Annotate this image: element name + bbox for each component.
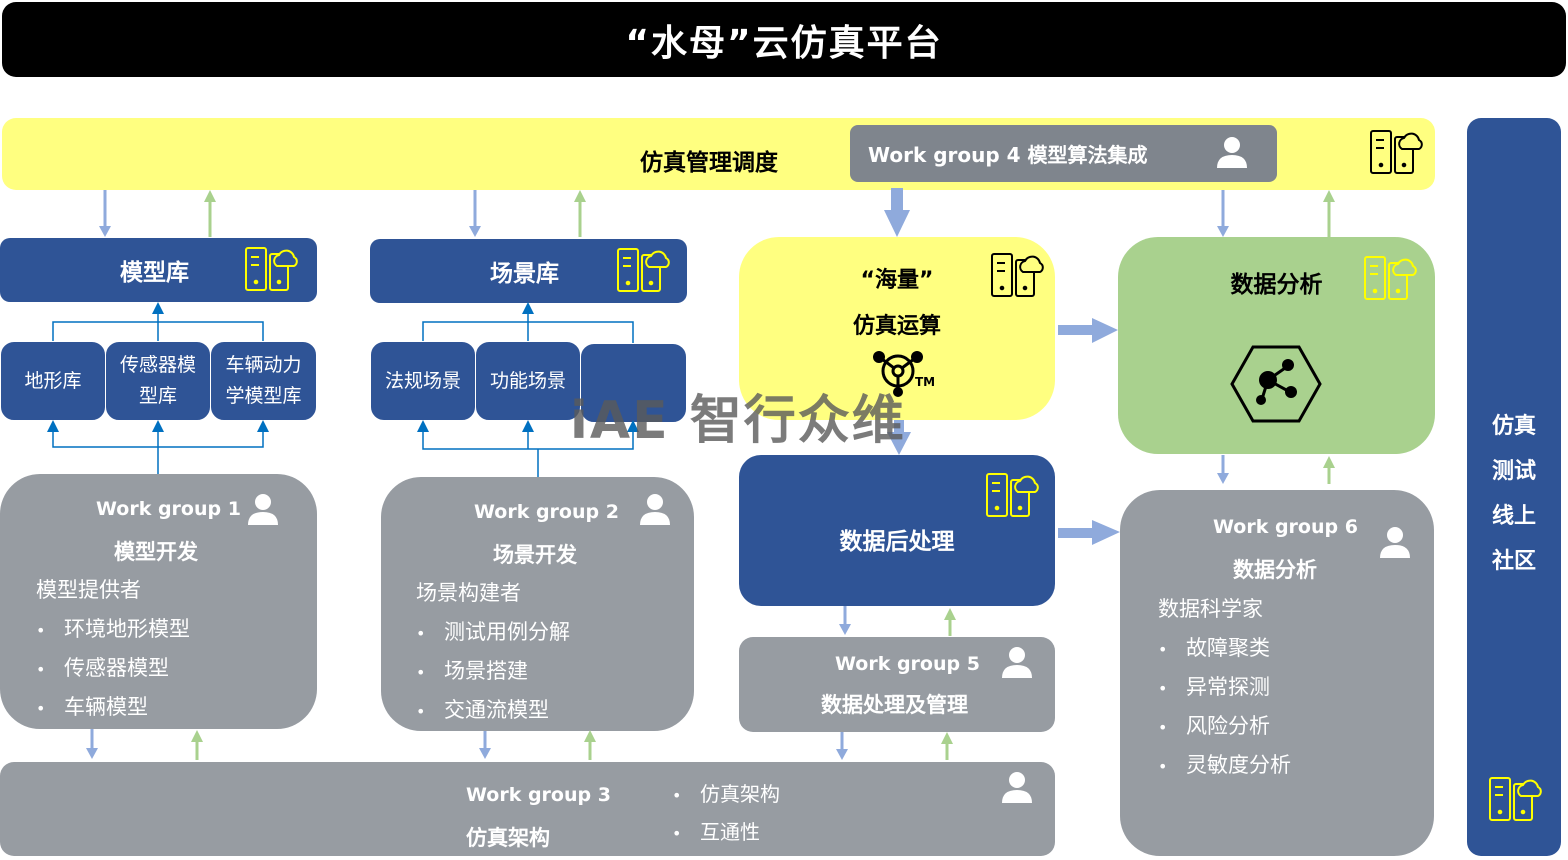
post-processing-box — [739, 455, 1055, 606]
workgroup-3-box: Work group 3 仿真架构 •仿真架构 •互通性 — [0, 762, 1055, 856]
online-community-column: 仿真 测试 线上 社区 — [1467, 118, 1561, 856]
sensor-model-library-line2: 型库 — [138, 385, 177, 407]
server-cloud-icon — [1364, 256, 1417, 300]
person-icon — [1002, 772, 1032, 803]
other-scene-box — [580, 343, 687, 423]
up-arrow — [1323, 190, 1335, 237]
server-cloud-icon — [986, 473, 1039, 517]
workgroup-4-label: Work group 4 模型算法集成 — [868, 143, 1148, 167]
community-line: 社区 — [1491, 549, 1536, 574]
scene-library-label: 场景库 — [490, 261, 559, 287]
person-icon — [1380, 527, 1410, 558]
workgroup-3-item: •仿真架构 — [672, 782, 780, 806]
person-icon — [1002, 647, 1032, 678]
workgroup-1-item: •传感器模型 — [36, 656, 169, 680]
down-arrow — [836, 732, 848, 760]
down-arrow — [839, 606, 851, 635]
thick-down-arrow — [884, 188, 910, 237]
up-arrow — [191, 730, 203, 760]
workgroup-2-box: Work group 2 场景开发 场景构建者 •测试用例分解 •场景搭建 •交… — [381, 477, 694, 731]
connector-arrowheads — [417, 302, 639, 432]
workgroup-6-role: 数据科学家 — [1158, 597, 1263, 621]
workgroup-6-head: Work group 6 — [1213, 516, 1358, 538]
workgroup-1-head: Work group 1 — [96, 498, 241, 520]
connector-arrowheads — [47, 302, 269, 432]
workgroup-6-title: 数据分析 — [1233, 558, 1317, 582]
workgroup-5-title: 数据处理及管理 — [821, 693, 968, 717]
workgroup-5-head: Work group 5 — [835, 653, 980, 675]
up-arrow — [1323, 456, 1335, 484]
mass-simulation-line1: “海量” — [860, 268, 934, 293]
workgroup-2-role: 场景构建者 — [416, 581, 521, 605]
tri-node-icon — [873, 351, 923, 397]
workgroup-1-title: 模型开发 — [114, 540, 198, 564]
workgroup-6-item: •灵敏度分析 — [1158, 753, 1291, 777]
sensor-model-library-line1: 传感器模 — [119, 354, 196, 376]
trademark-label: TM — [915, 375, 936, 389]
terrain-library-label: 地形库 — [24, 369, 82, 392]
sensor-model-library-box: 传感器模 型库 — [105, 341, 211, 421]
regulation-scene-box: 法规场景 — [370, 341, 476, 421]
workgroup-3-item: •互通性 — [672, 820, 760, 844]
thick-down-arrow — [887, 420, 911, 455]
workgroup-1-item: •车辆模型 — [36, 695, 148, 719]
server-cloud-icon — [1370, 130, 1423, 174]
workgroup-3-head: Work group 3 — [466, 784, 611, 806]
function-scene-label: 功能场景 — [489, 369, 566, 392]
workgroup-1-box: Work group 1 模型开发 模型提供者 •环境地形模型 •传感器模型 •… — [0, 474, 317, 729]
post-processing-label: 数据后处理 — [839, 529, 955, 555]
workgroup-6-box: Work group 6 数据分析 数据科学家 •故障聚类 •异常探测 •风险分… — [1120, 490, 1434, 856]
up-arrow — [574, 190, 586, 237]
community-line: 仿真 — [1491, 414, 1536, 439]
community-line: 线上 — [1491, 504, 1536, 529]
terrain-library-box: 地形库 — [0, 341, 106, 421]
mass-simulation-line2: 仿真运算 — [852, 314, 941, 339]
person-icon — [640, 494, 670, 525]
up-arrow — [941, 732, 953, 760]
regulation-scene-label: 法规场景 — [384, 369, 461, 392]
model-library-label: 模型库 — [120, 260, 189, 286]
scheduler-label: 仿真管理调度 — [640, 150, 778, 176]
workgroup-6-item: •故障聚类 — [1158, 636, 1270, 660]
down-arrow — [86, 729, 98, 759]
workgroup-1-role: 模型提供者 — [36, 578, 141, 602]
server-cloud-icon — [617, 248, 670, 292]
community-line: 测试 — [1491, 459, 1536, 484]
workgroup-2-item: •测试用例分解 — [416, 620, 570, 644]
down-arrow — [479, 731, 491, 759]
workgroup-2-title: 场景开发 — [493, 543, 577, 567]
data-analysis-label: 数据分析 — [1230, 272, 1323, 298]
server-cloud-icon — [1489, 777, 1542, 821]
watermark-logo: iAE 智行众维 — [570, 391, 906, 451]
up-arrow — [204, 190, 216, 237]
vehicle-dynamics-library-line1: 车辆动力 — [225, 354, 302, 376]
thick-right-arrow — [1058, 520, 1120, 545]
platform-title: “水母”云仿真平台 — [2, 2, 1566, 77]
workgroup-6-item: •异常探测 — [1158, 675, 1270, 699]
down-arrow — [99, 190, 111, 237]
down-arrow — [1217, 190, 1229, 237]
model-library-tree-connector — [52, 308, 264, 474]
flow-arrows — [86, 190, 1335, 760]
person-icon — [1217, 137, 1247, 168]
network-hexagon-icon — [1230, 345, 1322, 423]
down-arrow — [469, 190, 481, 237]
vehicle-dynamics-library-box: 车辆动力 学模型库 — [210, 341, 317, 421]
workgroup-5-box: Work group 5 数据处理及管理 — [739, 637, 1055, 732]
workgroup-2-item: •交通流模型 — [416, 698, 549, 722]
thick-right-arrow — [1058, 318, 1118, 343]
up-arrow — [584, 730, 596, 760]
workgroup-4-box: Work group 4 模型算法集成 — [850, 125, 1277, 182]
person-icon — [248, 494, 278, 525]
server-cloud-icon — [245, 247, 298, 291]
vehicle-dynamics-library-line2: 学模型库 — [225, 385, 302, 407]
workgroup-2-item: •场景搭建 — [416, 659, 528, 683]
up-arrow — [944, 608, 956, 636]
down-arrow — [1217, 455, 1229, 484]
workgroup-1-item: •环境地形模型 — [36, 617, 190, 641]
workgroup-3-title: 仿真架构 — [466, 826, 550, 850]
workgroup-6-item: •风险分析 — [1158, 714, 1270, 738]
workgroup-2-head: Work group 2 — [474, 501, 619, 523]
server-cloud-icon — [991, 253, 1044, 297]
